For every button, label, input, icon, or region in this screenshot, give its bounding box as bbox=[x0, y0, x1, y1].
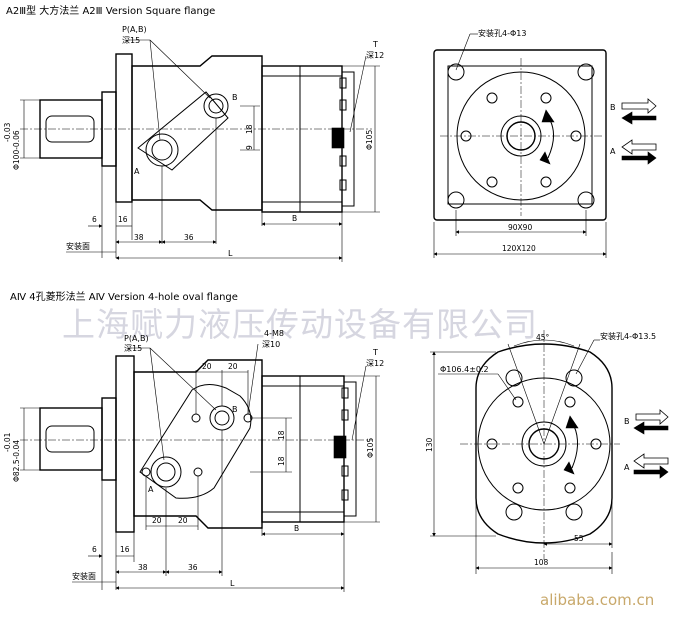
dim-36: 36 bbox=[184, 233, 194, 242]
dim-120: 120X120 bbox=[502, 244, 536, 253]
pcd-label: Φ106.4±0.2 bbox=[440, 365, 489, 374]
dim-b: B bbox=[292, 214, 297, 223]
port-a-inner bbox=[151, 139, 173, 161]
site-watermark: alibaba.com.cn bbox=[540, 591, 654, 609]
dim-6: 6 bbox=[92, 215, 97, 224]
dim-16: 16 bbox=[118, 215, 128, 224]
dim-20a: 20 bbox=[202, 362, 212, 371]
dim-55: 55 bbox=[574, 534, 584, 543]
watermark-text: 上海赋力液压传动设备有限公司 bbox=[62, 305, 538, 344]
housing bbox=[131, 55, 263, 211]
bottom-front-a: A bbox=[624, 463, 630, 472]
dim-18: 18 bbox=[245, 124, 254, 134]
title-top: A2Ⅲ型 大方法兰 A2Ⅲ Version Square flange bbox=[6, 4, 215, 17]
dim-16: 16 bbox=[120, 545, 130, 554]
dim-36: 36 bbox=[188, 563, 198, 572]
dim-90: 90X90 bbox=[508, 223, 532, 232]
top-side-view: -0.03 Φ100-0.06 Φ105 18 9 P(A,B) 深15 A B… bbox=[3, 25, 384, 262]
top-side-b: B bbox=[232, 93, 238, 102]
top-mount-face: 安装面 bbox=[66, 241, 90, 251]
bottom-side-b: B bbox=[232, 405, 238, 414]
oval-flange-outline bbox=[475, 343, 613, 544]
top-front-view: 安装孔4-Φ13 90X90 120X120 B A bbox=[433, 28, 657, 258]
dim-18b: 18 bbox=[277, 456, 286, 466]
port-boss bbox=[137, 91, 229, 171]
oval-flange bbox=[115, 355, 135, 533]
dim-20b: 20 bbox=[228, 362, 238, 371]
dim-130: 130 bbox=[425, 437, 434, 452]
port-a-circle bbox=[145, 133, 179, 167]
dim-20c: 20 bbox=[152, 516, 162, 525]
shaft-tol-upper: -0.03 bbox=[3, 122, 12, 142]
dim-105: Φ105 bbox=[366, 438, 375, 458]
bottom-m8-depth: 深10 bbox=[262, 340, 280, 349]
top-t-label: T bbox=[372, 40, 378, 49]
shaft-tol-upper: -0.01 bbox=[3, 432, 12, 452]
top-holes-label: 安装孔4-Φ13 bbox=[478, 28, 526, 38]
dim-108: 108 bbox=[534, 558, 549, 567]
bottom-holes-label: 安装孔4-Φ13.5 bbox=[600, 331, 656, 341]
port-b-circle bbox=[203, 93, 229, 119]
bottom-front-view: 45° 安装孔4-Φ13.5 Φ106.4±0.2 130 55 108 B A bbox=[425, 330, 669, 574]
t-port-plug bbox=[331, 127, 345, 149]
dim-l: L bbox=[228, 249, 233, 258]
top-side-a: A bbox=[134, 167, 140, 176]
top-t-depth: 深12 bbox=[366, 51, 384, 60]
flange bbox=[115, 53, 133, 203]
square-flange bbox=[433, 49, 607, 221]
dim-9: 9 bbox=[245, 145, 254, 150]
top-port-label: P(A,B) bbox=[122, 25, 147, 34]
bottom-front-b: B bbox=[624, 417, 630, 426]
dim-38: 38 bbox=[138, 563, 148, 572]
bottom-mount-face: 安装面 bbox=[72, 571, 96, 581]
dim-b: B bbox=[294, 524, 299, 533]
gerotor-section bbox=[261, 65, 343, 213]
bottom-m8-label: 4-M8 bbox=[264, 329, 284, 338]
port-b-inner bbox=[208, 98, 224, 114]
bottom-t-depth: 深12 bbox=[366, 359, 384, 368]
angle-45: 45° bbox=[536, 333, 550, 342]
dim-l: L bbox=[230, 579, 235, 588]
top-front-b: B bbox=[610, 103, 616, 112]
bottom-port-depth: 深15 bbox=[124, 344, 142, 353]
dim-18a: 18 bbox=[277, 430, 286, 440]
bottom-port-label: P(A,B) bbox=[124, 334, 149, 343]
port-boss bbox=[139, 384, 252, 499]
shaft bbox=[39, 407, 103, 471]
dim-20d: 20 bbox=[178, 516, 188, 525]
dim-38: 38 bbox=[134, 233, 144, 242]
top-port-depth: 深15 bbox=[122, 36, 140, 45]
bottom-side-view: -0.01 Φ82.5-0.04 Φ105 20 20 18 18 20 20 … bbox=[3, 329, 384, 592]
shaft-diameter: Φ100-0.06 bbox=[12, 130, 21, 170]
dim-105: Φ105 bbox=[365, 130, 374, 150]
shaft-diameter: Φ82.5-0.04 bbox=[12, 440, 21, 482]
bottom-t-label: T bbox=[372, 348, 378, 357]
top-front-a: A bbox=[610, 147, 616, 156]
bottom-side-a: A bbox=[148, 485, 154, 494]
dim-6: 6 bbox=[92, 545, 97, 554]
title-bottom: AⅣ 4孔菱形法兰 AⅣ Version 4-hole oval flange bbox=[10, 290, 238, 303]
